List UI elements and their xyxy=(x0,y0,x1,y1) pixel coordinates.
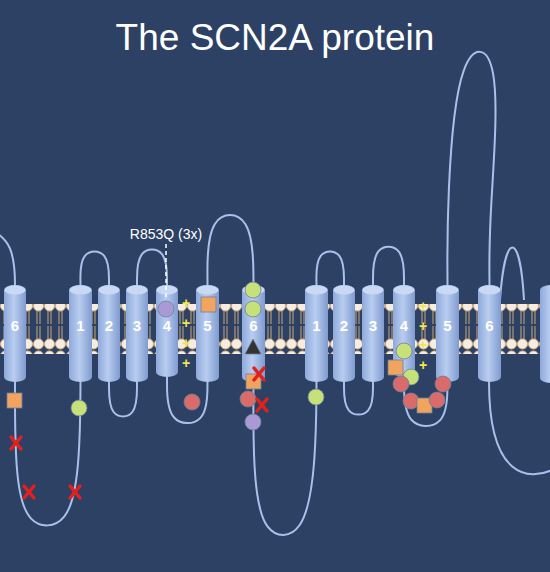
variant-circle xyxy=(245,282,261,298)
loop-connector xyxy=(207,215,253,285)
truncation-mark xyxy=(24,486,34,498)
helix-body xyxy=(98,285,120,382)
variant-square xyxy=(201,297,216,312)
segment-number: 3 xyxy=(362,318,384,334)
variant-circle xyxy=(245,301,261,317)
segment-number: 4 xyxy=(156,318,178,334)
segment-number: 6 xyxy=(4,318,26,334)
loop-connector xyxy=(80,251,109,285)
helix-cap xyxy=(99,286,120,295)
helix-cap xyxy=(5,286,26,295)
helix-body xyxy=(196,285,219,382)
charge-sign: + xyxy=(419,298,427,314)
helix-body xyxy=(126,285,148,382)
variant-square xyxy=(7,393,22,408)
loop-connector xyxy=(137,250,167,285)
helix-segment-partial xyxy=(540,285,550,383)
variant-triangle xyxy=(245,339,261,354)
helix-body xyxy=(305,285,328,382)
loop-connector xyxy=(167,377,208,423)
segment-number: 1 xyxy=(305,318,328,334)
variant-circle xyxy=(393,376,409,392)
helix-cap xyxy=(479,286,501,295)
helix-body xyxy=(69,285,92,382)
helix-segment: 4 xyxy=(156,285,178,377)
charge-sign: + xyxy=(182,295,190,311)
helix-segment: 2 xyxy=(333,285,355,382)
helix-body xyxy=(4,285,26,382)
variant-square xyxy=(388,360,403,375)
truncation-mark xyxy=(70,486,80,498)
loop-connector xyxy=(447,52,495,285)
helix-cap xyxy=(157,286,178,295)
variant-circle xyxy=(158,301,174,317)
helix-cap xyxy=(306,286,328,295)
helix-body xyxy=(242,285,265,382)
helix-cap xyxy=(363,286,384,295)
charge-sign: + xyxy=(182,355,190,371)
leader-line xyxy=(165,244,167,300)
charge-sign: + xyxy=(182,315,190,331)
segment-number: 6 xyxy=(242,318,265,334)
helix-cap xyxy=(197,286,219,295)
helix-cap xyxy=(437,286,459,295)
charge-sign: + xyxy=(419,337,427,353)
loop-connector xyxy=(253,382,316,535)
chain-line xyxy=(489,382,550,474)
helix-segment: 2 xyxy=(98,285,120,382)
segment-number: 4 xyxy=(393,318,415,334)
truncation-mark xyxy=(11,437,21,449)
helix-segment: 5 xyxy=(436,285,459,382)
helix-cap xyxy=(334,286,355,295)
helix-segment: 6 xyxy=(4,285,26,382)
helix-body xyxy=(156,285,178,377)
helix-body xyxy=(362,285,384,382)
helix-cap xyxy=(394,286,415,295)
segment-number: 2 xyxy=(98,318,120,334)
charge-sign: + xyxy=(182,335,190,351)
charge-sign: + xyxy=(419,318,427,334)
helix-cap xyxy=(70,286,92,295)
helix-segment: 1 xyxy=(69,285,92,382)
helix-segment: 1 xyxy=(305,285,328,382)
segment-number: 1 xyxy=(69,318,92,334)
helix-cap xyxy=(127,286,148,295)
loop-connector xyxy=(344,382,373,415)
loop-connector xyxy=(373,247,404,285)
charge-sign: + xyxy=(419,357,427,373)
helix-body xyxy=(436,285,459,382)
helix-body xyxy=(478,285,501,382)
chain-line xyxy=(500,248,524,301)
variant-circle xyxy=(308,389,324,405)
variant-circle xyxy=(429,392,445,408)
chain-line xyxy=(0,232,15,285)
variant-circle xyxy=(245,414,261,430)
variant-circle xyxy=(240,391,256,407)
variant-circle xyxy=(396,343,412,359)
variant-circle xyxy=(71,400,87,416)
truncation-mark xyxy=(254,368,264,380)
loop-connector xyxy=(316,251,344,285)
loop-connector xyxy=(109,382,137,417)
helix-body xyxy=(333,285,355,382)
segment-number: 5 xyxy=(196,318,219,334)
helix-segment: 6 xyxy=(478,285,501,382)
chain-line xyxy=(0,232,550,474)
helix-segment: 3 xyxy=(362,285,384,382)
segment-number: 5 xyxy=(436,318,459,334)
segment-number: 3 xyxy=(126,318,148,334)
segment-number: 6 xyxy=(478,318,501,334)
helix-segment: 3 xyxy=(126,285,148,382)
truncation-mark xyxy=(257,399,267,411)
variant-circle xyxy=(435,376,451,392)
diagram-title: The SCN2A protein xyxy=(0,16,550,60)
loop-connector xyxy=(15,382,81,525)
mutation-label: R853Q (3x) xyxy=(130,226,202,242)
segment-number: 2 xyxy=(333,318,355,334)
variant-circle xyxy=(184,394,200,410)
